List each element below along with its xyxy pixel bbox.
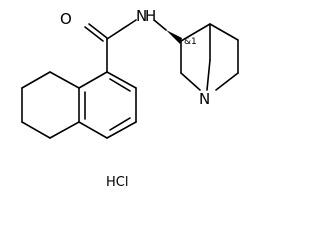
amide-c-n-bond — [106, 19, 137, 40]
aromatic-bond-4 — [78, 121, 108, 139]
aromatic-bond-3 — [106, 121, 137, 139]
aromatic-double-1 — [109, 78, 131, 92]
stereo-descriptor-label: &1 — [184, 37, 197, 47]
stereo-wedge-bond — [166, 30, 182, 44]
oxygen-atom-label: O — [60, 10, 72, 28]
nh-to-chiral-bond — [153, 19, 167, 31]
salt-label: HCl — [106, 175, 128, 190]
quinuclidine-bond-6 — [180, 72, 201, 91]
quinuclidine-bond-4 — [215, 72, 239, 91]
molecule-drawing: O N H N &1 HCl — [21, 7, 239, 190]
amide-hydrogen-label: H — [145, 7, 156, 25]
saturated-bond-5 — [49, 121, 80, 139]
aromatic-double-2 — [109, 117, 131, 131]
saturated-bond-2 — [21, 71, 51, 89]
ring-nitrogen-label: N — [199, 90, 210, 108]
quinuclidine-bond-1 — [180, 23, 211, 42]
carbonyl-bond-1 — [88, 23, 108, 39]
carbonyl-bond-2 — [84, 26, 104, 42]
aromatic-bond-1 — [106, 71, 137, 89]
amide-nitrogen-label: N — [136, 7, 147, 25]
structure-diagram: O N H N &1 HCl — [21, 7, 239, 190]
quinuclidine-bond-2 — [209, 23, 239, 41]
saturated-bond-4 — [21, 121, 51, 139]
aromatic-bond-6 — [78, 71, 108, 89]
quinuclidine-bond-8 — [206, 59, 211, 91]
saturated-bond-1 — [49, 71, 80, 89]
